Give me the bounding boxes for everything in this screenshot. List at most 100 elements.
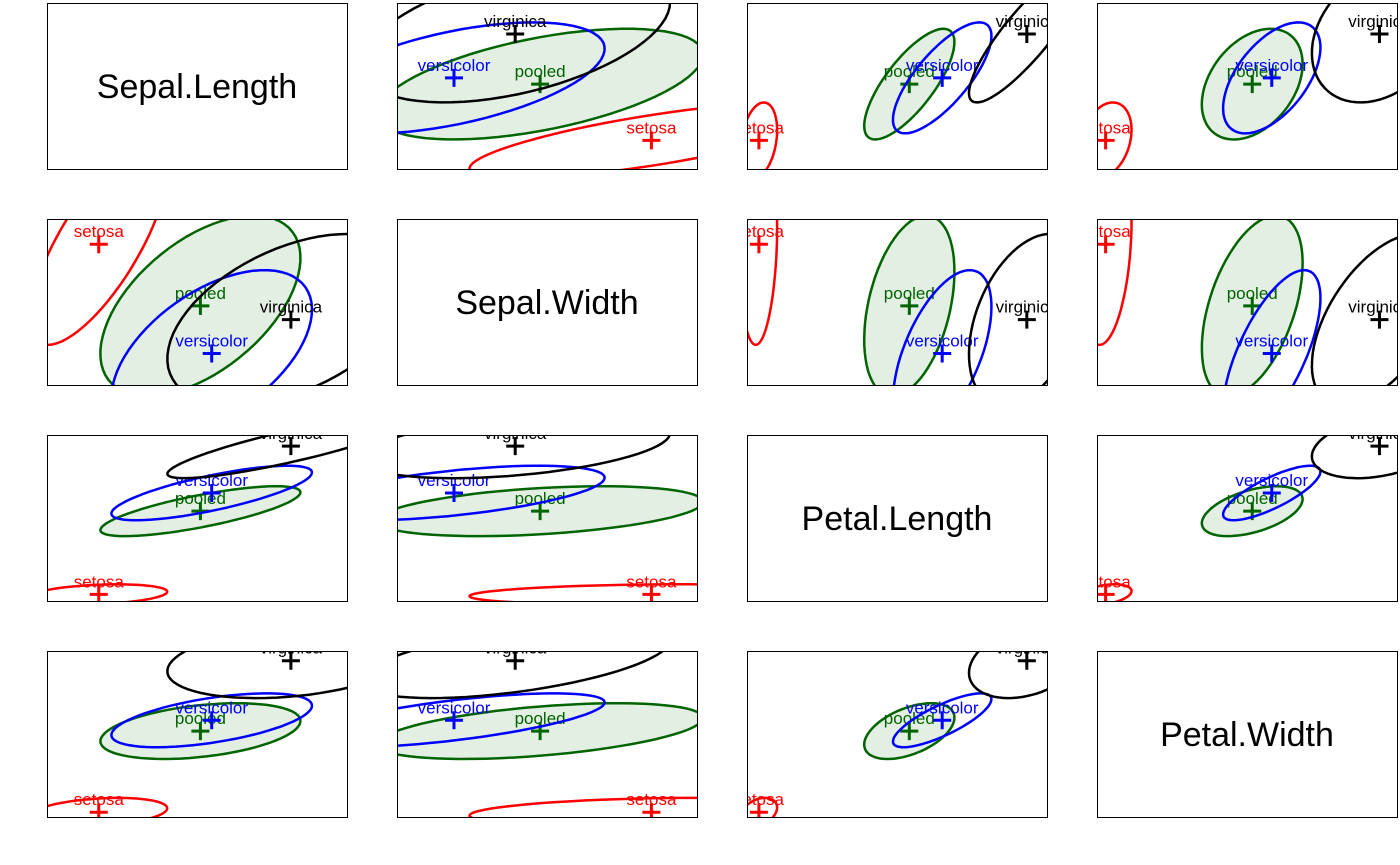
setosa-mean-marker: [749, 235, 768, 254]
virginica-ellipse: [398, 4, 672, 104]
versicolor-label: versicolor: [418, 471, 491, 490]
panel-frame: [47, 3, 348, 170]
virginica-ellipse: [166, 232, 347, 385]
setosa-label: setosa: [626, 118, 677, 137]
versicolor-mean-marker: [1262, 68, 1281, 87]
variable-label: Sepal.Width: [455, 284, 638, 322]
virginica-mean-marker: [1017, 310, 1036, 329]
versicolor-mean-marker: [933, 344, 952, 363]
setosa-label: setosa: [626, 790, 677, 809]
versicolor-ellipse: [398, 464, 606, 521]
versicolor-mean-marker: [202, 711, 221, 730]
versicolor-label: versicolor: [418, 698, 491, 717]
virginica-label: virginica: [1348, 424, 1400, 443]
virginica-label: virginica: [996, 639, 1059, 658]
setosa-mean-marker: [1098, 235, 1115, 254]
versicolor-label: versicolor: [175, 471, 248, 490]
versicolor-label: versicolor: [1235, 56, 1308, 75]
virginica-ellipse: [967, 232, 1047, 385]
variable-label: Sepal.Length: [97, 68, 297, 106]
setosa-mean-marker: [642, 803, 661, 817]
pooled-label: pooled: [515, 489, 566, 508]
setosa-label: setosa: [626, 572, 677, 591]
setosa-mean-marker: [642, 585, 661, 601]
versicolor-ellipse: [110, 692, 314, 749]
virginica-mean-marker: [281, 437, 300, 456]
virginica-mean-marker: [1370, 25, 1389, 44]
setosa-label: setosa: [1081, 222, 1132, 241]
setosa-mean-marker: [749, 131, 768, 150]
pooled-mean-marker: [900, 296, 919, 315]
virginica-label: virginica: [996, 12, 1059, 31]
setosa-ellipse: [1098, 101, 1133, 169]
virginica-ellipse: [1310, 4, 1397, 104]
versicolor-label: versicolor: [906, 331, 979, 350]
setosa-label: setosa: [74, 790, 125, 809]
panel-frame: [1097, 651, 1398, 818]
virginica-ellipse: [1310, 436, 1397, 480]
virginica-label: virginica: [1348, 12, 1400, 31]
versicolor-mean-marker: [202, 344, 221, 363]
versicolor-ellipse: [398, 21, 606, 134]
virginica-mean-marker: [506, 437, 525, 456]
panel-r1-c1: Sepal.Length: [47, 3, 348, 170]
virginica-mean-marker: [506, 652, 525, 670]
panel-r3-c3: Petal.Length: [747, 435, 1048, 602]
pooled-label: pooled: [175, 284, 226, 303]
virginica-label: virginica: [260, 639, 323, 658]
virginica-label: virginica: [1348, 298, 1400, 317]
setosa-label: setosa: [74, 572, 125, 591]
variable-label: Petal.Width: [1160, 716, 1334, 754]
versicolor-label: versicolor: [175, 331, 248, 350]
virginica-label: virginica: [260, 424, 323, 443]
setosa-mean-marker: [89, 235, 108, 254]
panel-frame: [397, 219, 698, 386]
virginica-mean-marker: [1017, 25, 1036, 44]
virginica-ellipse: [967, 4, 1047, 104]
setosa-label: setosa: [74, 222, 125, 241]
versicolor-label: versicolor: [906, 698, 979, 717]
setosa-label: setosa: [1081, 572, 1132, 591]
pooled-label: pooled: [515, 709, 566, 728]
virginica-ellipse: [166, 436, 347, 480]
setosa-mean-marker: [642, 131, 661, 150]
variable-label: Petal.Length: [802, 500, 993, 538]
pooled-label: pooled: [884, 284, 935, 303]
setosa-label: setosa: [734, 222, 785, 241]
versicolor-label: versicolor: [418, 56, 491, 75]
setosa-mean-marker: [89, 585, 108, 601]
versicolor-ellipse: [398, 692, 606, 747]
versicolor-label: versicolor: [1235, 471, 1308, 490]
setosa-ellipse: [1098, 220, 1133, 347]
setosa-label: setosa: [1081, 118, 1132, 137]
setosa-mean-marker: [89, 803, 108, 817]
pooled-label: pooled: [884, 62, 935, 81]
versicolor-ellipse: [110, 464, 314, 522]
versicolor-ellipse: [111, 268, 314, 385]
virginica-label: virginica: [484, 12, 547, 31]
panel-r4-c4: Petal.Width: [1097, 651, 1398, 818]
setosa-ellipse: [468, 583, 697, 601]
virginica-ellipse: [398, 652, 664, 700]
pooled-mean-marker: [191, 296, 210, 315]
versicolor-ellipse: [892, 268, 993, 385]
panel-r4-c2: pooled setosa versicolor virginica: [397, 639, 698, 818]
setosa-ellipse: [748, 220, 779, 347]
panel-frame: [747, 435, 1048, 602]
virginica-label: virginica: [484, 639, 547, 658]
virginica-ellipse: [1310, 236, 1397, 385]
panel-r2-c2: Sepal.Width: [397, 219, 698, 386]
setosa-mean-marker: [749, 803, 768, 817]
versicolor-ellipse: [1224, 268, 1322, 385]
versicolor-mean-marker: [933, 68, 952, 87]
setosa-ellipse: [468, 796, 697, 817]
